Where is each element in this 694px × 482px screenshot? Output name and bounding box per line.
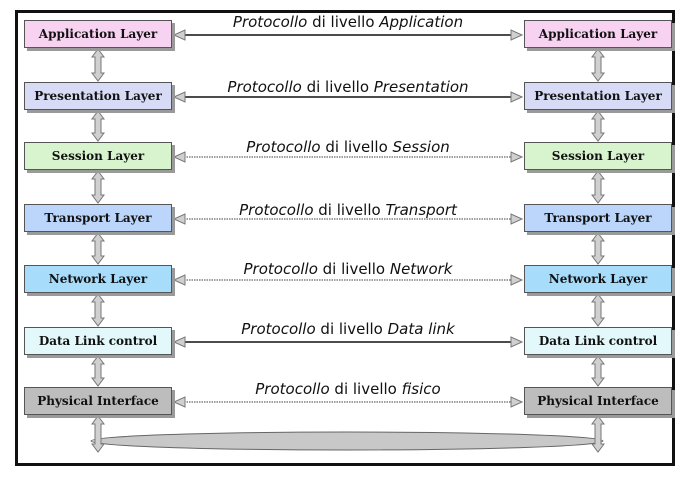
left-layer-box-4: Transport Layer xyxy=(24,204,172,232)
right-layer-box-2: Presentation Layer xyxy=(524,82,672,110)
right-layer-box-3: Session Layer xyxy=(524,142,672,170)
protocol-label-7: Protocollo di livello fisico xyxy=(183,380,513,398)
protocol-layer-name: Data link xyxy=(387,320,455,338)
right-vertical-arrow-5 xyxy=(591,293,605,327)
protocol-link-1 xyxy=(172,29,524,41)
right-layer-box-1: Application Layer xyxy=(524,20,672,48)
protocol-link-3 xyxy=(172,151,524,163)
left-layer-box-1: Application Layer xyxy=(24,20,172,48)
left-vertical-arrow-1 xyxy=(91,48,105,82)
protocol-label-3: Protocollo di livello Session xyxy=(183,138,513,156)
left-layer-box-3: Session Layer xyxy=(24,142,172,170)
protocol-layer-name: Network xyxy=(389,260,453,278)
protocol-word: Protocollo xyxy=(243,260,318,278)
protocol-layer-name: Session xyxy=(392,138,450,156)
protocol-label-5: Protocollo di livello Network xyxy=(183,260,513,278)
protocol-link-5 xyxy=(172,274,524,286)
protocol-connector: di livello xyxy=(317,260,390,278)
protocol-link-4 xyxy=(172,213,524,225)
left-layer-box-5: Network Layer xyxy=(24,265,172,293)
protocol-word: Protocollo xyxy=(255,380,330,398)
protocol-layer-name: Application xyxy=(379,13,464,31)
protocol-connector: di livello xyxy=(329,380,402,398)
protocol-layer-name: Transport xyxy=(385,201,457,219)
left-vertical-arrow-2 xyxy=(91,110,105,142)
protocol-label-6: Protocollo di livello Data link xyxy=(183,320,513,338)
right-layer-box-7: Physical Interface xyxy=(524,387,672,415)
protocol-label-4: Protocollo di livello Transport xyxy=(183,201,513,219)
protocol-connector: di livello xyxy=(301,78,374,96)
right-vertical-arrow-2 xyxy=(591,110,605,142)
left-layer-box-7: Physical Interface xyxy=(24,387,172,415)
right-vertical-arrow-4 xyxy=(591,232,605,265)
protocol-link-7 xyxy=(172,396,524,408)
left-vertical-arrow-5 xyxy=(91,293,105,327)
left-medium-arrow xyxy=(91,415,105,453)
protocol-connector: di livello xyxy=(320,138,393,156)
protocol-link-2 xyxy=(172,91,524,103)
left-vertical-arrow-6 xyxy=(91,355,105,387)
left-vertical-arrow-4 xyxy=(91,232,105,265)
left-vertical-arrow-3 xyxy=(91,170,105,204)
protocol-word: Protocollo xyxy=(246,138,321,156)
protocol-label-1: Protocollo di livello Application xyxy=(183,13,513,31)
right-layer-box-6: Data Link control xyxy=(524,327,672,355)
right-layer-box-4: Transport Layer xyxy=(524,204,672,232)
protocol-label-2: Protocollo di livello Presentation xyxy=(183,78,513,96)
protocol-link-6 xyxy=(172,336,524,348)
protocol-word: Protocollo xyxy=(227,78,302,96)
right-medium-arrow xyxy=(591,415,605,453)
right-vertical-arrow-3 xyxy=(591,170,605,204)
right-vertical-arrow-6 xyxy=(591,355,605,387)
protocol-word: Protocollo xyxy=(232,13,308,31)
protocol-word: Protocollo xyxy=(239,201,314,219)
protocol-layer-name: fisico xyxy=(401,380,441,398)
right-vertical-arrow-1 xyxy=(591,48,605,82)
right-layer-box-5: Network Layer xyxy=(524,265,672,293)
protocol-layer-name: Presentation xyxy=(373,78,469,96)
protocol-connector: di livello xyxy=(315,320,388,338)
protocol-word: Protocollo xyxy=(241,320,316,338)
left-layer-box-2: Presentation Layer xyxy=(24,82,172,110)
physical-medium xyxy=(90,431,604,451)
protocol-connector: di livello xyxy=(307,13,380,31)
protocol-connector: di livello xyxy=(313,201,386,219)
left-layer-box-6: Data Link control xyxy=(24,327,172,355)
